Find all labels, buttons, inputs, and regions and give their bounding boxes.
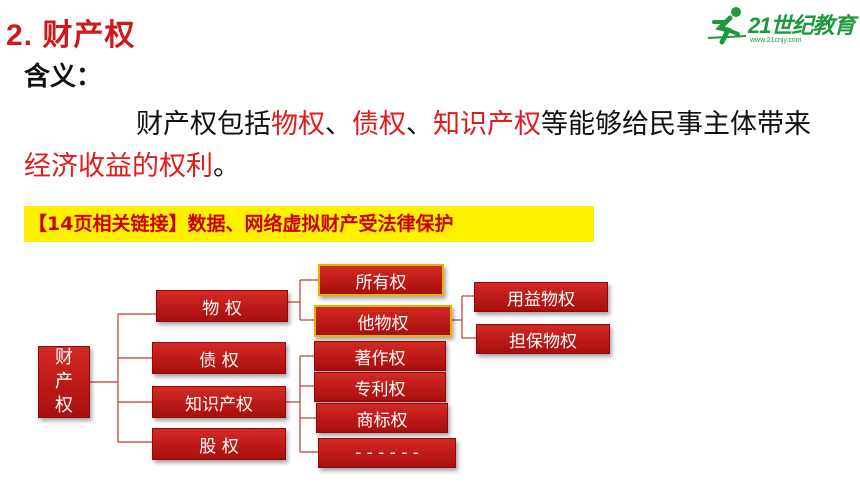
meaning-segment: 。 (213, 151, 240, 182)
root-char: 产 (55, 371, 73, 392)
node-real-rights: 物 权 (156, 290, 288, 322)
node-etc: - - - - - - (318, 438, 456, 468)
meaning-term-property: 物权 (271, 109, 325, 140)
site-logo: 21世纪教育 www.21cnjy.com (706, 6, 855, 52)
meaning-segment: 、 (406, 109, 433, 140)
node-patent: 专利权 (314, 372, 446, 402)
node-other-property-rights: 他物权 (314, 305, 452, 337)
node-security-rights: 担保物权 (476, 324, 610, 354)
meaning-label: 含义： (24, 62, 103, 92)
meaning-term-benefit: 经济收益的权利 (24, 151, 213, 182)
node-ownership: 所有权 (318, 264, 444, 296)
node-property-rights: 财 产 权 (38, 346, 90, 418)
root-char: 权 (55, 395, 73, 416)
runner-icon (707, 7, 747, 45)
meaning-segment: 、 (325, 109, 352, 140)
node-creditor-rights: 债 权 (152, 342, 286, 374)
root-char: 财 (55, 347, 73, 368)
logo-url: www.21cnjy.com (750, 37, 802, 44)
logo-text: 21世纪教育 (748, 13, 855, 38)
node-equity-rights: 股 权 (152, 428, 286, 460)
meaning-segment: 等能够给民事主体带来 (541, 109, 811, 140)
meaning-term-debt: 债权 (352, 109, 406, 140)
node-usufruct-rights: 用益物权 (474, 282, 608, 312)
related-link-banner: 【14页相关链接】数据、网络虚拟财产受法律保护 (24, 206, 594, 242)
node-copyright: 著作权 (314, 341, 446, 371)
meaning-term-ip: 知识产权 (433, 109, 541, 140)
meaning-segment: 财产权包括 (136, 109, 271, 140)
meaning-paragraph: 财产权包括物权、债权、知识产权等能够给民事主体带来经济收益的权利。 (24, 104, 836, 188)
node-ip-rights: 知识产权 (152, 386, 286, 418)
related-link-text: 【14页相关链接】数据、网络虚拟财产受法律保护 (28, 213, 454, 235)
node-trademark: 商标权 (316, 403, 448, 433)
slide-title: 2. 财产权 (6, 19, 136, 52)
